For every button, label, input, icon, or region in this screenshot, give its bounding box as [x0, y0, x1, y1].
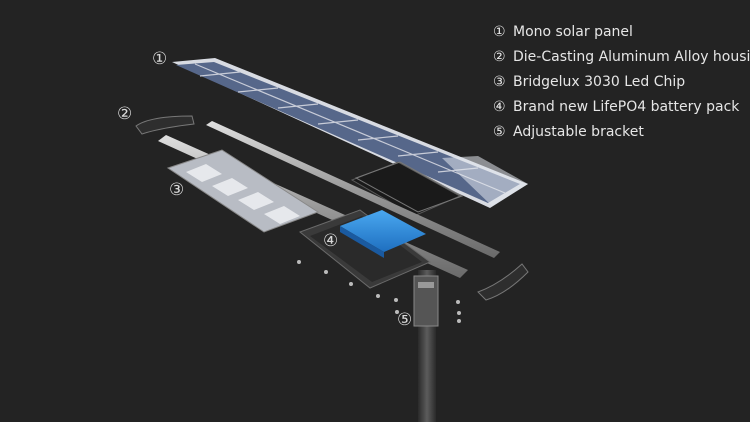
battery-side	[340, 226, 384, 258]
legend-label: Die-Casting Aluminum Alloy housing	[513, 49, 750, 65]
callout-3: ③	[169, 180, 185, 200]
callout-4: ④	[323, 231, 339, 251]
legend-item-led-chip: ③ Bridgelux 3030 Led Chip	[493, 70, 750, 95]
legend-label: Brand new LifePO4 battery pack	[513, 99, 740, 115]
end-cap-left	[135, 115, 195, 135]
callout-2: ②	[117, 104, 133, 124]
callout-1: ①	[152, 49, 168, 69]
screws	[297, 260, 461, 323]
legend-item-bracket: ⑤ Adjustable bracket	[493, 120, 750, 145]
mount-plate	[354, 161, 464, 213]
legend-marker: ④	[493, 99, 506, 115]
legend-marker: ③	[493, 74, 506, 90]
callout-5: ⑤	[397, 310, 413, 330]
legend-item-solar-panel: ① Mono solar panel	[493, 20, 750, 45]
led-module	[166, 149, 320, 233]
battery-housing	[298, 209, 431, 289]
legend-item-housing: ② Die-Casting Aluminum Alloy housing	[493, 45, 750, 70]
legend-label: Adjustable bracket	[513, 124, 644, 140]
legend-label: Bridgelux 3030 Led Chip	[513, 74, 686, 90]
adjustable-bracket	[413, 275, 439, 327]
component-legend: ① Mono solar panel ② Die-Casting Aluminu…	[493, 20, 750, 145]
legend-item-battery: ④ Brand new LifePO4 battery pack	[493, 95, 750, 120]
legend-marker: ①	[493, 24, 506, 40]
battery-pack	[340, 210, 426, 252]
legend-marker: ⑤	[493, 124, 506, 140]
upper-rail	[206, 121, 500, 258]
legend-label: Mono solar panel	[513, 24, 633, 40]
solar-panel	[172, 58, 528, 208]
end-cap-right	[477, 263, 529, 301]
legend-marker: ②	[493, 49, 506, 65]
